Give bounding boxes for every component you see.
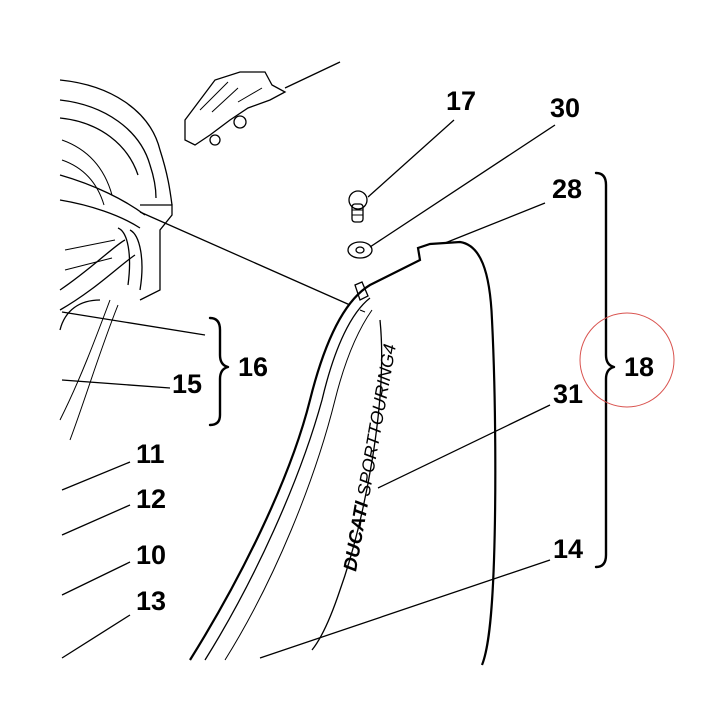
washer-30 (347, 241, 373, 259)
brace-16 (208, 316, 230, 427)
screw-17 (348, 190, 368, 223)
brace-18 (594, 171, 616, 569)
callout-17: 17 (446, 86, 476, 116)
callout-18: 18 (624, 352, 654, 382)
frame-drawing (59, 79, 173, 441)
callout-30: 30 (550, 93, 580, 123)
callout-14: 14 (553, 534, 583, 564)
callout-28: 28 (552, 174, 582, 204)
callout-15: 15 (172, 369, 202, 399)
highlight-circle (579, 312, 675, 408)
callout-31: 31 (553, 379, 583, 409)
callout-13: 13 (136, 586, 166, 616)
leader-lines (61, 119, 556, 659)
callout-12: 12 (136, 484, 166, 514)
callout-11: 11 (136, 439, 165, 469)
fairing-panel (189, 240, 497, 666)
callout-16: 16 (238, 352, 268, 382)
decal-brand: DUCATI (340, 499, 373, 573)
mount-part (184, 61, 341, 146)
fairing-decal: DUCATI SPORTTOURING4 (340, 342, 400, 573)
decal-model: SPORTTOURING4 (353, 342, 400, 498)
callout-10: 10 (136, 540, 166, 570)
